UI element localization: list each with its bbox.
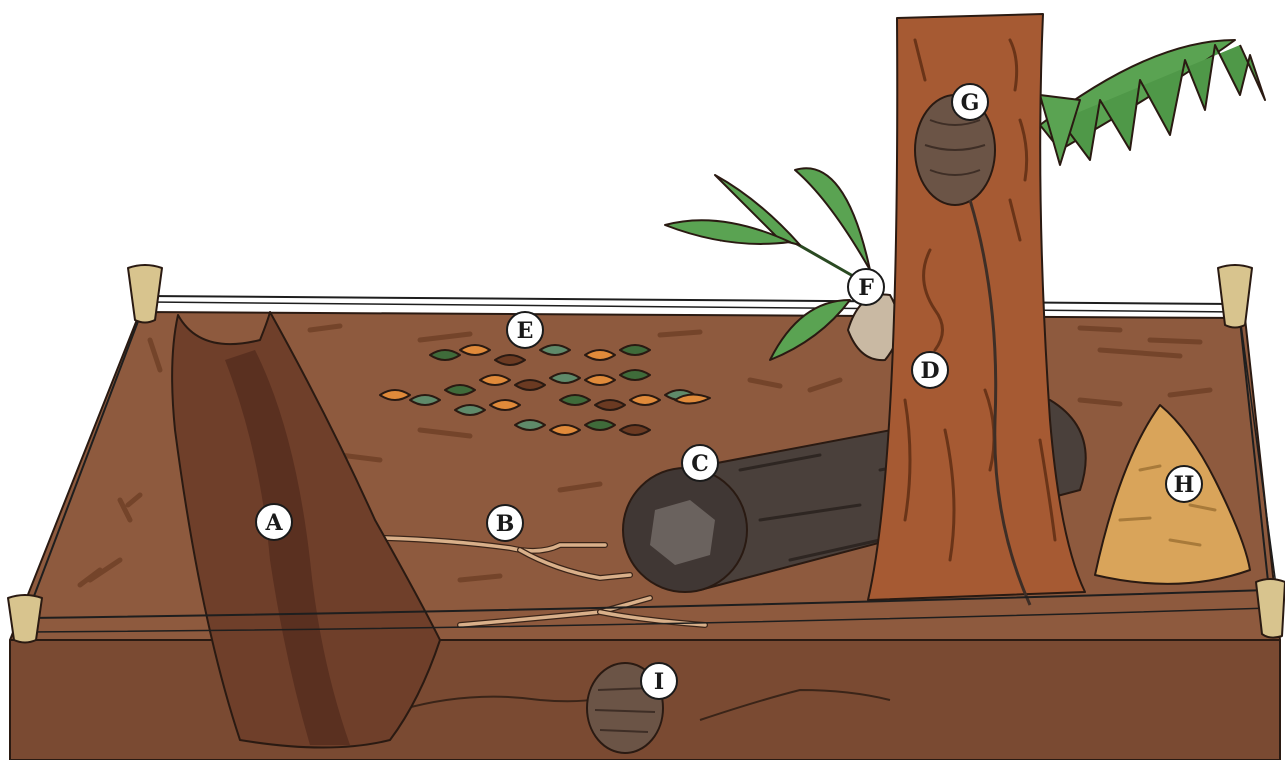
label-f: F [848, 269, 884, 305]
label-g: G [952, 84, 988, 120]
label-h: H [1166, 466, 1202, 502]
label-i: I [641, 663, 677, 699]
label-d: D [912, 352, 948, 388]
label-g-text: G [961, 90, 980, 116]
label-d-text: D [920, 358, 939, 384]
label-a-text: A [264, 510, 283, 536]
label-b-text: B [496, 511, 515, 537]
label-c-text: C [691, 451, 709, 477]
label-c: C [682, 445, 718, 481]
label-a: A [256, 504, 292, 540]
label-e: E [507, 312, 543, 348]
label-f-text: F [858, 275, 874, 301]
label-e-text: E [517, 318, 534, 344]
palm-leaves [1040, 40, 1265, 165]
label-h-text: H [1174, 472, 1195, 498]
label-b: B [487, 505, 523, 541]
fence-back [145, 296, 1240, 312]
label-i-text: I [654, 669, 664, 695]
